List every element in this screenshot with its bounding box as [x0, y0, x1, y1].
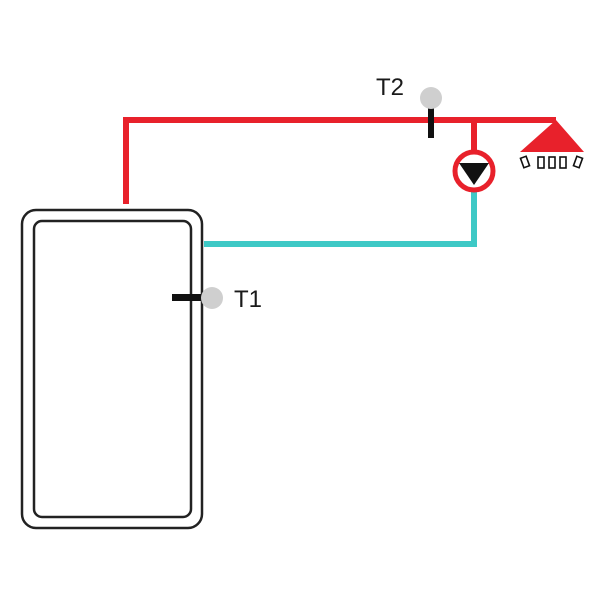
pump-direction-arrow — [459, 163, 489, 185]
tank-inner-wall — [32, 219, 193, 519]
shower-head-icon — [519, 120, 584, 169]
shower-spray-1 — [519, 155, 531, 169]
sensor-t2-label: T2 — [376, 74, 405, 101]
sensor-t2-probe — [428, 106, 434, 138]
sensor-t1-label: T1 — [234, 286, 263, 313]
circulation-pump-icon — [452, 149, 496, 193]
sensor-t2 — [420, 87, 442, 138]
sensor-t1-bulb — [201, 287, 223, 309]
shower-head-cap — [520, 120, 584, 152]
sensor-t1 — [172, 287, 223, 309]
shower-spray-4 — [559, 156, 567, 169]
hot-supply-pipe — [123, 117, 556, 204]
shower-spray-3 — [548, 156, 556, 169]
return-pipe — [204, 190, 477, 247]
sensor-t2-bulb — [420, 87, 442, 109]
shower-spray-5 — [572, 155, 584, 169]
tank-outer-wall — [20, 208, 204, 530]
sensor-t1-probe — [172, 294, 206, 301]
storage-tank-icon — [20, 208, 204, 530]
shower-spray-2 — [537, 156, 545, 169]
